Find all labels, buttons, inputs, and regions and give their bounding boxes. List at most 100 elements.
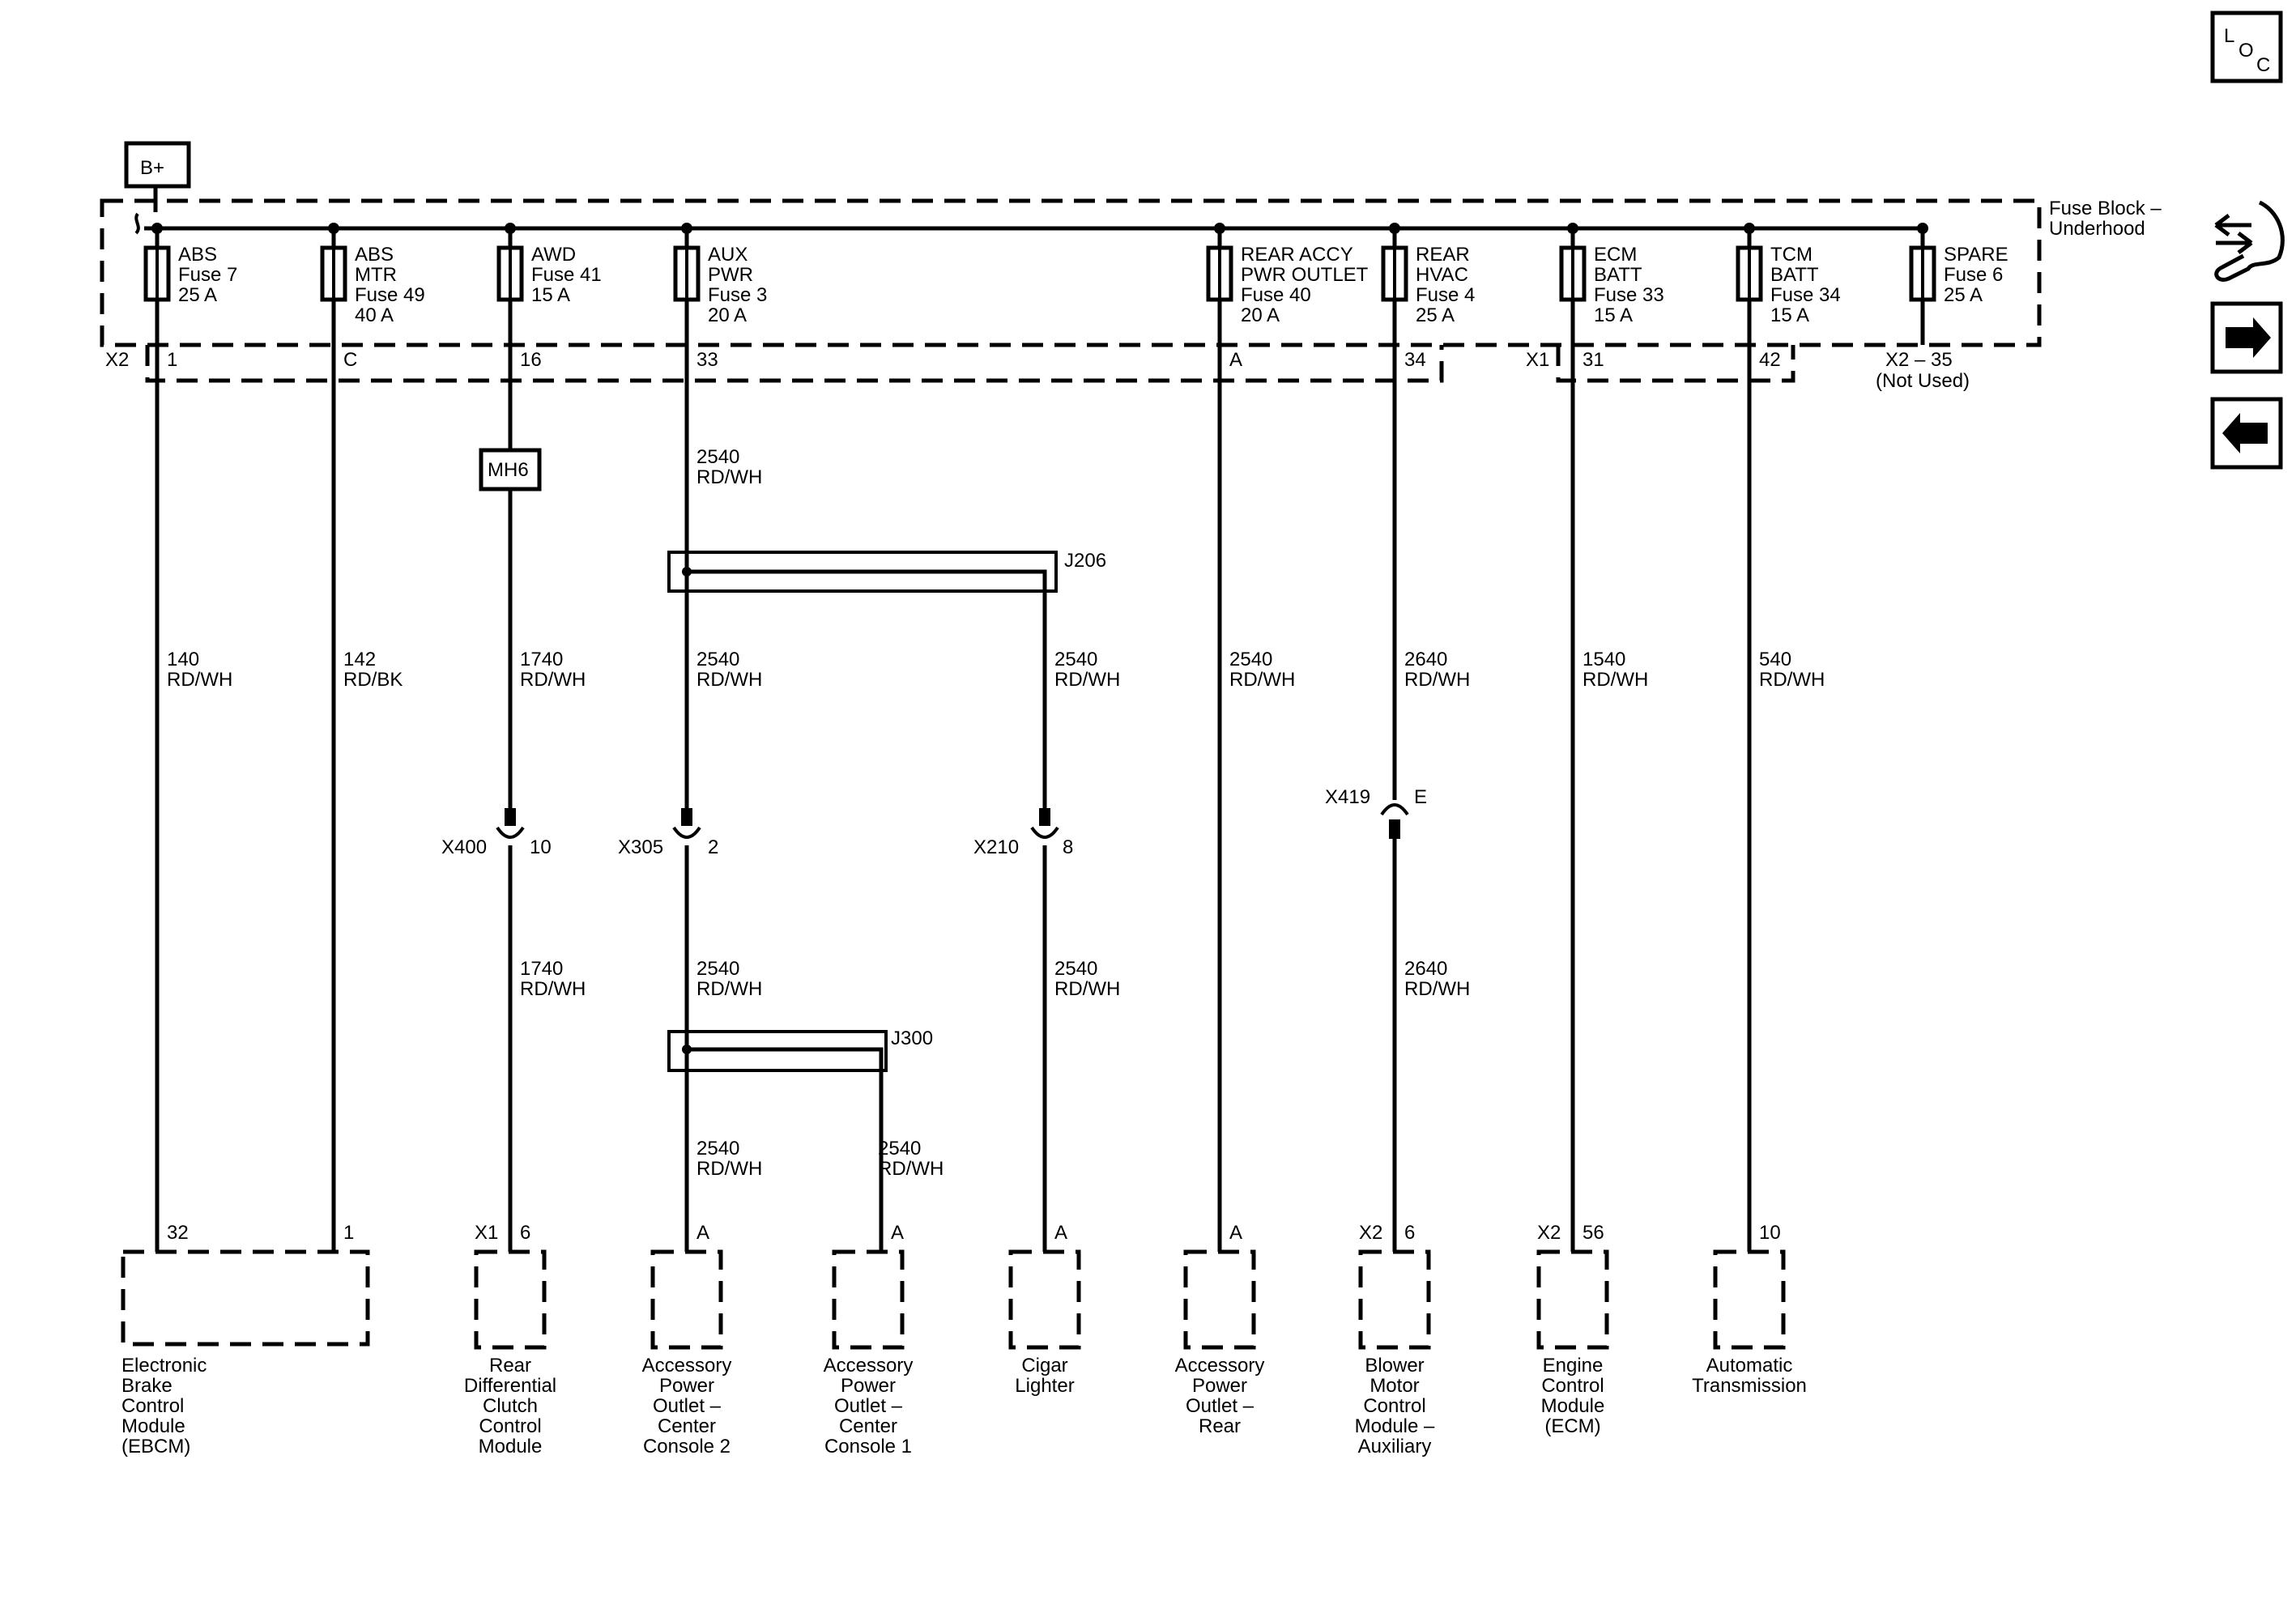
wire-2540-cc2-circuit: 2540 bbox=[696, 1138, 739, 1160]
loc-letter-l: L bbox=[2224, 25, 2234, 47]
fuse-label-line: SPARE bbox=[1944, 244, 2008, 266]
component-name-line: Console 2 bbox=[643, 1436, 731, 1457]
fuse-label-line: Fuse 49 bbox=[355, 284, 425, 306]
component-pin-label: 10 bbox=[1759, 1222, 1781, 1244]
fuse-label-line: Fuse 33 bbox=[1594, 284, 1664, 306]
component-name-line: Module bbox=[479, 1436, 543, 1457]
wire-2540-rear-circuit: 2540 bbox=[1229, 649, 1272, 670]
component-name-line: Accessory bbox=[642, 1355, 732, 1377]
inline-connector-x210-label: X210 bbox=[973, 836, 1019, 858]
component-connector-label: X2 bbox=[1537, 1222, 1561, 1244]
components: 32 1 Electronic Brake Control Module (EB… bbox=[121, 1222, 370, 1457]
fuse-label-line: REAR ACCY bbox=[1241, 244, 1353, 266]
wire-2540-cc1-color: RD/WH bbox=[878, 1158, 944, 1180]
component-box bbox=[1536, 1249, 1609, 1350]
component-name-line: Power bbox=[841, 1375, 896, 1397]
component-box bbox=[1713, 1249, 1786, 1350]
arrow-left-icon[interactable] bbox=[2210, 397, 2283, 470]
wire-2540-rear-color: RD/WH bbox=[1229, 669, 1295, 691]
component-name-line: Motor bbox=[1370, 1375, 1419, 1397]
component-box bbox=[832, 1249, 905, 1350]
component-connector-label: X1 bbox=[475, 1222, 498, 1244]
fuse-label-line: Fuse 40 bbox=[1241, 284, 1311, 306]
b-plus-source: B+ bbox=[124, 141, 191, 235]
wire-2540-lighter-circuit: 2540 bbox=[1054, 649, 1097, 670]
wire-2540-lighter2-color: RD/WH bbox=[1054, 978, 1120, 1000]
component-name-line: Module bbox=[1541, 1395, 1605, 1417]
wire-2640b-circuit: 2640 bbox=[1404, 958, 1447, 980]
component-name-line: Accessory bbox=[824, 1355, 914, 1377]
fuse-label-line: ABS bbox=[355, 244, 394, 266]
inline-connector-x419: X419 E bbox=[1325, 786, 1427, 839]
splice-j300: J300 bbox=[667, 1028, 933, 1072]
ebcm-name-l5: (EBCM) bbox=[121, 1436, 190, 1457]
splice-mh6-label: MH6 bbox=[488, 459, 529, 481]
spare-not-used-label: (Not Used) bbox=[1876, 370, 1970, 392]
fuse-label-line: 25 A bbox=[1944, 284, 1983, 306]
component-name-line: Auxiliary bbox=[1358, 1436, 1432, 1457]
fuse-label-line: BATT bbox=[1594, 264, 1642, 286]
component-box bbox=[1008, 1249, 1081, 1350]
component-name-line: Outlet – bbox=[834, 1395, 903, 1417]
ebcm-name-l3: Control bbox=[121, 1395, 184, 1417]
wire-2640b-color: RD/WH bbox=[1404, 978, 1470, 1000]
component-name-line: Power bbox=[1192, 1375, 1247, 1397]
ebcm-name-l4: Module bbox=[121, 1415, 185, 1437]
inline-connector-x419-pin: E bbox=[1414, 786, 1427, 808]
fuse-pin-label: 1 bbox=[167, 349, 177, 371]
component-name-line: Automatic bbox=[1706, 1355, 1793, 1377]
fuse-label-line: 25 A bbox=[178, 284, 217, 306]
wire-1740-color: RD/WH bbox=[520, 669, 586, 691]
fuse-pin-label: C bbox=[343, 349, 357, 371]
inline-connector-x400-pin: 10 bbox=[530, 836, 552, 858]
fuse-label-line: 15 A bbox=[531, 284, 570, 306]
loc-letter-c: C bbox=[2256, 54, 2270, 76]
fuse-label-line: 40 A bbox=[355, 304, 394, 326]
fuse-pin-label: 31 bbox=[1582, 349, 1604, 371]
inline-connector-x210-pin: 8 bbox=[1063, 836, 1073, 858]
component-box bbox=[650, 1249, 723, 1350]
fuse-pin-label: 33 bbox=[696, 349, 718, 371]
component-pin-label: A bbox=[891, 1222, 904, 1244]
wire-140-color: RD/WH bbox=[167, 669, 232, 691]
wrench-arrows-icon[interactable] bbox=[2214, 200, 2285, 282]
component-pin-label: 6 bbox=[1404, 1222, 1415, 1244]
fuse-label-line: AUX bbox=[708, 244, 748, 266]
wire-1540-color: RD/WH bbox=[1582, 669, 1648, 691]
component-name-line: Center bbox=[839, 1415, 897, 1437]
fuse-pin-label: A bbox=[1229, 349, 1242, 371]
inline-connector-x210: X210 8 bbox=[973, 808, 1073, 858]
fuse-label-line: AWD bbox=[531, 244, 576, 266]
wire-1740-circuit: 1740 bbox=[520, 649, 563, 670]
wire-540-color: RD/WH bbox=[1759, 669, 1825, 691]
splice-j300-label: J300 bbox=[891, 1028, 933, 1049]
component-name-line: Lighter bbox=[1015, 1375, 1074, 1397]
loc-icon[interactable]: L O C bbox=[2210, 11, 2283, 83]
component-name-line: Outlet – bbox=[653, 1395, 722, 1417]
inline-connector-x400-label: X400 bbox=[441, 836, 487, 858]
arrow-right-icon[interactable] bbox=[2210, 301, 2283, 374]
fuse-label-line: 25 A bbox=[1416, 304, 1455, 326]
small-components: 6X1RearDifferentialClutchControlModuleAA… bbox=[464, 1222, 1807, 1457]
component-ebcm-box bbox=[121, 1249, 370, 1347]
component-pin-label: A bbox=[1229, 1222, 1242, 1244]
connector-x2-label: X2 bbox=[105, 349, 129, 371]
fuse-label-line: Fuse 4 bbox=[1416, 284, 1475, 306]
fuse-label-line: Fuse 3 bbox=[708, 284, 767, 306]
fuse-label-line: 15 A bbox=[1594, 304, 1633, 326]
component-name-line: Module – bbox=[1355, 1415, 1435, 1437]
fuse-label-line: 15 A bbox=[1770, 304, 1809, 326]
fuse-label-line: 20 A bbox=[708, 304, 747, 326]
wire-140-circuit: 140 bbox=[167, 649, 199, 670]
fuse-label-line: Fuse 34 bbox=[1770, 284, 1841, 306]
fuse-label-line: MTR bbox=[355, 264, 397, 286]
